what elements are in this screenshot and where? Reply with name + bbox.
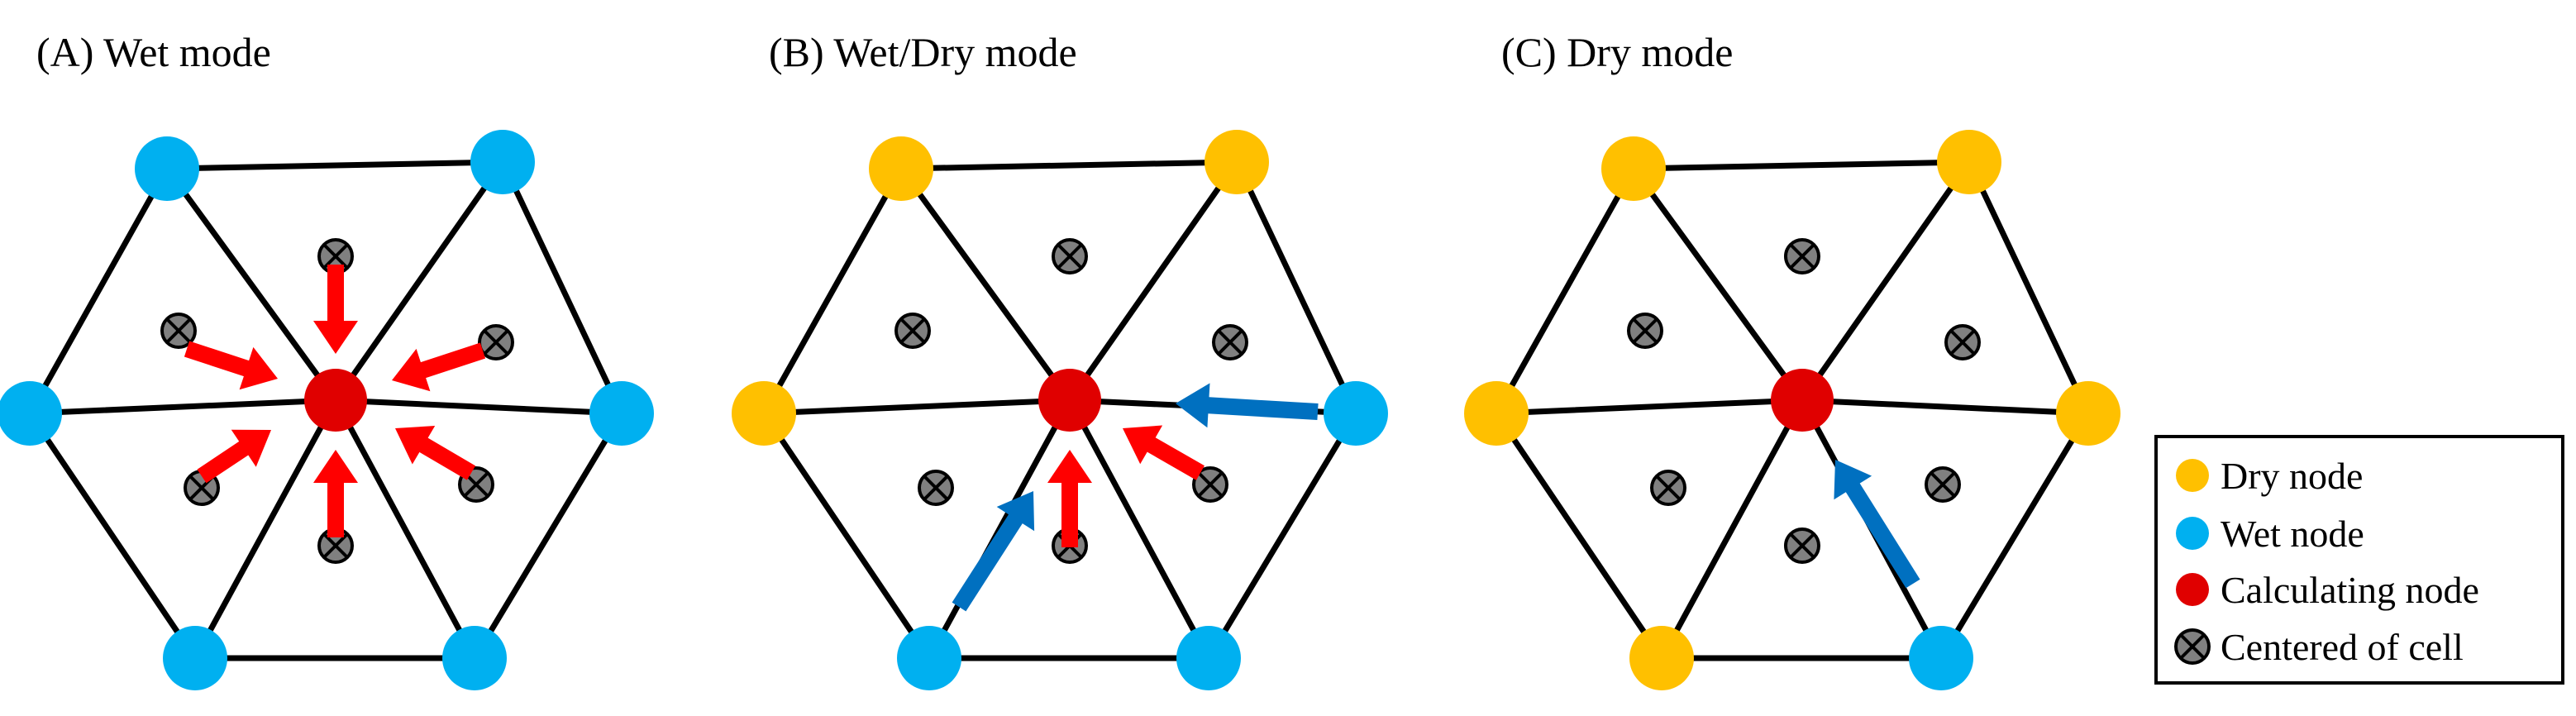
legend-wet-label: Wet node — [2221, 513, 2364, 555]
dry-node — [1205, 130, 1269, 194]
mesh-edge — [1658, 397, 1806, 661]
cell-center-marker — [1627, 313, 1663, 349]
mesh-edge — [499, 159, 625, 417]
legend-center-label: Centered of cell — [2221, 626, 2464, 668]
blue-circle-icon — [2176, 517, 2209, 550]
wet-node — [135, 136, 199, 201]
flux-arrow-blue — [1834, 460, 1920, 589]
flux-arrow-red — [197, 429, 271, 484]
panel-dry-mode — [1464, 130, 2120, 690]
calculating-node — [1771, 369, 1834, 432]
calculating-node — [1038, 369, 1101, 432]
mesh-edge — [1066, 159, 1240, 403]
mesh-edge — [192, 397, 339, 661]
red-circle-icon — [2176, 573, 2209, 606]
mesh-edge — [1966, 159, 2092, 417]
flux-arrow-red — [395, 426, 476, 480]
mesh-edge — [898, 165, 1073, 403]
mesh-edge — [1630, 165, 1806, 403]
mesh-edge — [761, 165, 904, 417]
mesh-edge — [898, 159, 1240, 172]
mesh-edge — [332, 159, 506, 403]
mesh-edge — [1493, 165, 1637, 417]
cell-center-marker — [1784, 238, 1820, 274]
wet-node — [1176, 626, 1241, 690]
cell-center-marker — [1925, 466, 1961, 503]
flux-arrow-red — [313, 450, 358, 537]
legend: Dry node Wet node Calculating node Cente… — [2154, 435, 2564, 685]
flux-arrow-red — [1047, 450, 1092, 547]
dry-node — [1601, 136, 1666, 201]
dry-node — [2056, 381, 2120, 446]
wet-node — [1324, 381, 1388, 446]
mesh-edge — [1799, 397, 2092, 417]
mesh-edge — [761, 397, 1073, 417]
mesh-edge — [332, 397, 625, 417]
calculating-node — [304, 369, 367, 432]
yellow-circle-icon — [2176, 459, 2209, 492]
wet-node — [163, 626, 227, 690]
mesh-edge — [1066, 397, 1212, 661]
mesh-edge — [1493, 397, 1806, 417]
flux-arrow-red — [1123, 425, 1205, 480]
cell-center-marker — [1650, 470, 1686, 506]
mesh-edge — [26, 165, 170, 417]
cell-center-marker — [894, 313, 931, 349]
mesh-edge — [164, 159, 506, 172]
mesh-edge — [332, 397, 478, 661]
mesh-edge — [1799, 159, 1973, 403]
cell-center-marker — [478, 324, 514, 360]
flux-arrow-red — [392, 342, 486, 392]
wet-node — [589, 381, 654, 446]
panel-wet-mode — [0, 130, 654, 690]
mesh-edge — [26, 410, 198, 661]
wet-node — [0, 381, 62, 446]
flux-arrow-red — [184, 341, 278, 390]
cell-center-marker — [1212, 324, 1248, 360]
wet-node — [897, 626, 961, 690]
flux-arrow-blue — [952, 491, 1035, 612]
dry-node — [732, 381, 796, 446]
dry-node — [1629, 626, 1694, 690]
cell-center-marker — [918, 470, 954, 506]
mesh-edge — [1493, 410, 1665, 661]
crossed-circle-icon — [2174, 628, 2211, 665]
legend-dry-label: Dry node — [2221, 455, 2363, 497]
mesh-edge — [761, 410, 933, 661]
wet-node — [442, 626, 507, 690]
mesh-edge — [26, 397, 339, 417]
panel-c-title: (C) Dry mode — [1501, 29, 1734, 75]
flux-arrow-blue — [1176, 383, 1319, 428]
cell-center-marker — [1784, 527, 1820, 564]
legend-box — [2154, 435, 2564, 685]
mesh-edge — [164, 165, 339, 403]
legend-calc-label: Calculating node — [2221, 569, 2479, 611]
dry-node — [1464, 381, 1529, 446]
mesh-edge — [471, 410, 625, 661]
panel-wet-dry-mode — [732, 130, 1388, 690]
flux-arrow-red — [313, 265, 358, 354]
mesh-edge — [1205, 410, 1359, 661]
mesh-edge — [1938, 410, 2092, 661]
mesh-edge — [1233, 159, 1359, 417]
panel-b-title: (B) Wet/Dry mode — [769, 29, 1077, 75]
panel-a-title: (A) Wet mode — [36, 29, 271, 75]
cell-center-marker — [1052, 238, 1088, 274]
cell-center-marker — [1944, 324, 1981, 360]
mesh-edge — [1630, 159, 1973, 172]
dry-node — [869, 136, 933, 201]
dry-node — [1937, 130, 2001, 194]
wet-node — [470, 130, 535, 194]
wet-node — [1909, 626, 1973, 690]
